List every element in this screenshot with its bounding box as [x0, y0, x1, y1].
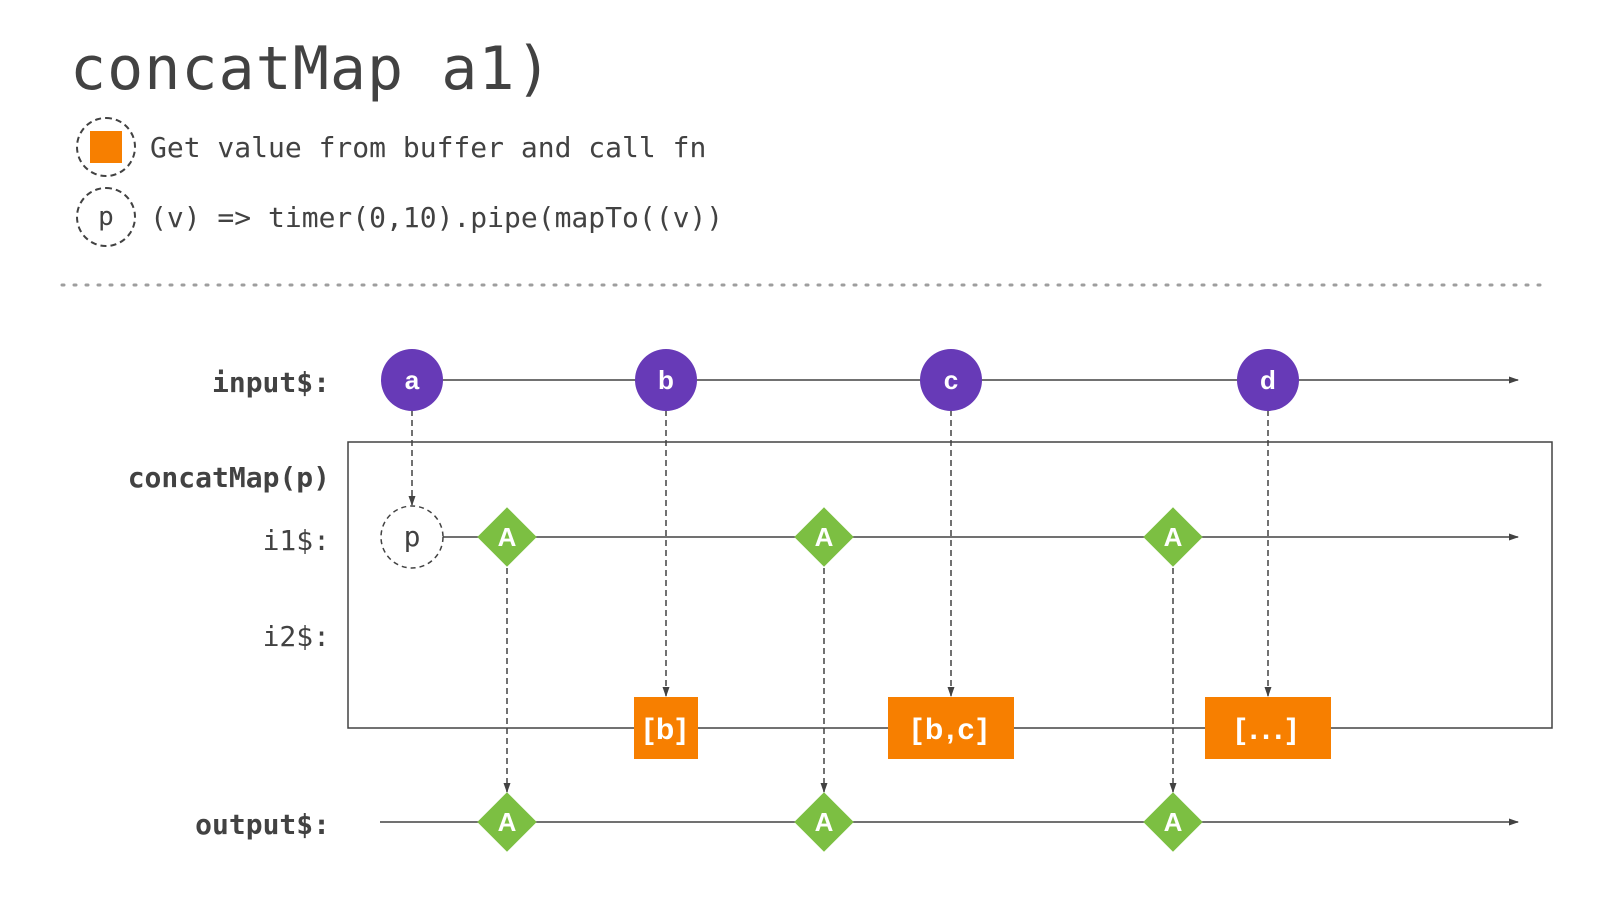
buffer-box-3-label: [...]	[1236, 713, 1301, 746]
input-marble-c: c	[920, 349, 982, 411]
buffer-box-1: [b]	[634, 697, 698, 759]
output-emission-3: A	[1143, 792, 1203, 852]
output-emission-1-label: A	[498, 807, 517, 837]
buffer-box-2-label: [b,c]	[912, 713, 990, 746]
inner-project-marker-label: p	[404, 520, 421, 553]
inner-project-marker: p	[380, 505, 444, 569]
legend-project-circle: p	[76, 187, 136, 247]
label-output: output$:	[195, 808, 330, 841]
inner-emission-3-label: A	[1164, 522, 1183, 552]
input-marble-d-label: d	[1260, 365, 1276, 395]
buffer-box-1-label: [b]	[644, 713, 688, 746]
input-marble-c-label: c	[944, 365, 958, 395]
operator-box	[347, 441, 1553, 729]
output-emission-1: A	[477, 792, 537, 852]
inner-emission-3: A	[1143, 507, 1203, 567]
legend-buffer-text: Get value from buffer and call fn	[150, 130, 707, 164]
output-emission-2: A	[794, 792, 854, 852]
output-emission-2-label: A	[815, 807, 834, 837]
inner-emission-2: A	[794, 507, 854, 567]
page-title: concatMap a1)	[70, 34, 553, 104]
legend-project-text: (v) => timer(0,10).pipe(mapTo((v))	[150, 200, 724, 234]
label-i1: i1$:	[263, 524, 330, 557]
output-emission-3-label: A	[1164, 807, 1183, 837]
orange-square-icon	[90, 131, 122, 163]
buffer-box-3: [...]	[1205, 697, 1331, 759]
legend-buffer-circle	[76, 117, 136, 177]
input-marble-a-label: a	[405, 365, 420, 395]
label-operator: concatMap(p)	[128, 461, 330, 494]
inner-emission-1-label: A	[498, 522, 517, 552]
input-marble-d: d	[1237, 349, 1299, 411]
input-marble-a: a	[381, 349, 443, 411]
buffer-box-2: [b,c]	[888, 697, 1014, 759]
inner-emission-1: A	[477, 507, 537, 567]
inner-emission-2-label: A	[815, 522, 834, 552]
input-marble-b: b	[635, 349, 697, 411]
label-input: input$:	[212, 366, 330, 399]
label-i2: i2$:	[263, 620, 330, 653]
input-marble-b-label: b	[658, 365, 674, 395]
legend-buffer-row: Get value from buffer and call fn	[76, 117, 706, 177]
legend-project-row: p (v) => timer(0,10).pipe(mapTo((v))	[76, 187, 723, 247]
